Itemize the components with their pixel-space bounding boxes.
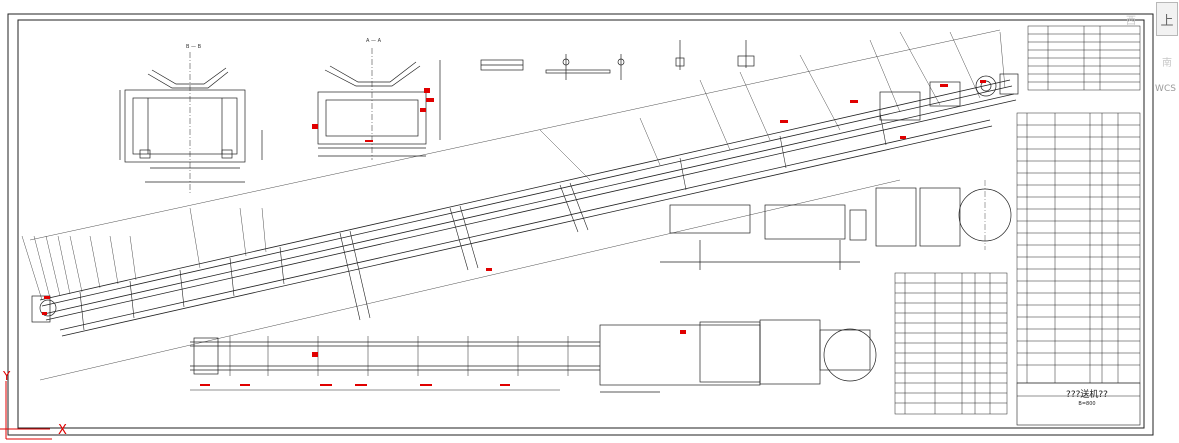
viewcube-south-label[interactable]: 南	[1162, 58, 1172, 69]
parts-table-bottom	[894, 272, 1008, 415]
conveyor-leader-lines	[21, 31, 1006, 301]
accent-marks-sections	[312, 88, 434, 142]
conveyor-main-frame	[29, 29, 1017, 381]
plan-view-frame	[190, 319, 877, 393]
spec-table-top-right	[1027, 25, 1141, 91]
conveyor-idler-stands	[79, 112, 887, 331]
ucs-icon[interactable]	[0, 381, 52, 440]
parts-table-right	[1016, 112, 1141, 384]
viewcube-top-face[interactable]: 上	[1156, 2, 1178, 36]
ucs-y-label: Y	[3, 369, 11, 383]
viewcube-west-label[interactable]: 西	[1126, 16, 1136, 27]
section-label-a-a: A — A	[366, 38, 382, 44]
wcs-menu-button[interactable]: WCS	[1155, 84, 1176, 94]
conveyor-head-drive	[879, 73, 1019, 121]
title-block-title: ???送机??	[1066, 390, 1108, 400]
section-label-b-b: B — B	[186, 44, 202, 50]
accent-marks-conveyor	[42, 80, 986, 315]
transfer-detail-view	[660, 180, 1012, 270]
conveyor-tail-pulley	[31, 295, 57, 323]
ucs-x-label: X	[58, 423, 67, 438]
title-block-subtitle: B=800	[1078, 401, 1096, 407]
section-b-b-view	[119, 52, 263, 195]
detail-views-top	[480, 40, 755, 80]
sheet-outer-border	[7, 13, 1154, 436]
plan-view-stations	[190, 336, 569, 391]
sheet-inner-border	[17, 19, 1145, 429]
section-a-a-view	[317, 48, 441, 160]
accent-marks-plan	[200, 330, 686, 386]
title-block	[1016, 382, 1141, 426]
